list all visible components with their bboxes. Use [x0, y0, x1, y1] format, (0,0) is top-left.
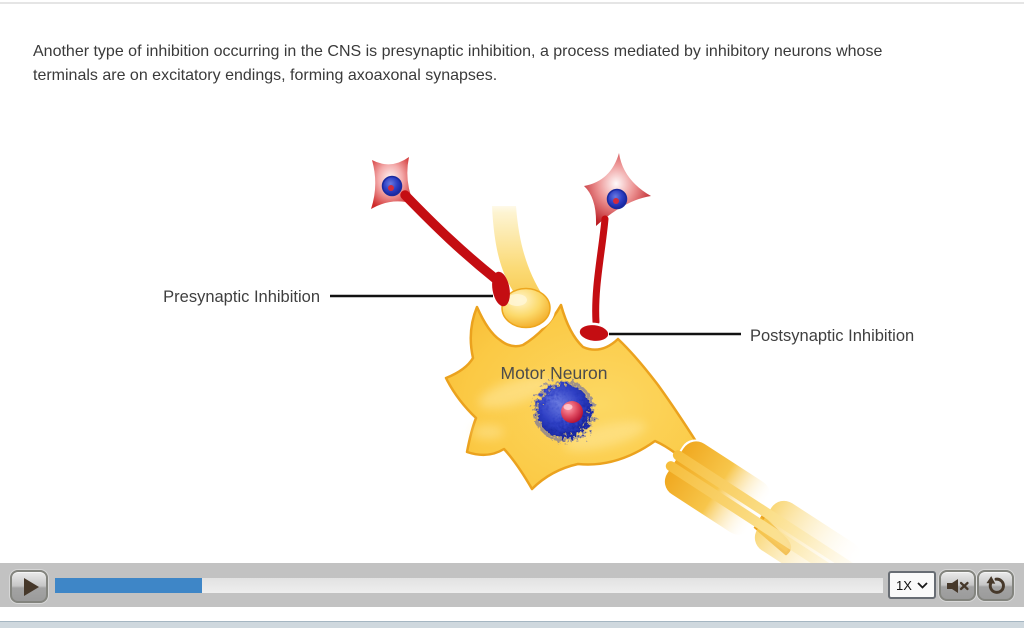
mute-button[interactable] — [939, 570, 976, 601]
progress-bar[interactable] — [55, 578, 883, 593]
left-inhibitory-axon — [400, 190, 502, 285]
presynaptic-terminal — [492, 271, 510, 307]
motor-neuron-nucleolus — [561, 401, 583, 423]
play-button[interactable] — [10, 570, 48, 603]
presynaptic-label: Presynaptic Inhibition — [163, 288, 320, 306]
speed-value: 1X — [896, 577, 912, 593]
postsynaptic-terminal — [577, 322, 611, 344]
intro-line-1: Another type of inhibition occurring in … — [33, 43, 883, 60]
progress-fill — [55, 578, 203, 593]
volume-muted-icon — [946, 578, 969, 593]
right-inhibitory-axon — [592, 215, 609, 326]
play-icon — [23, 577, 39, 596]
replay-button[interactable] — [977, 570, 1014, 601]
left-neuron-nucleolus — [388, 185, 394, 191]
chevron-down-icon — [917, 581, 928, 589]
inhibitory-neuron-right — [577, 153, 651, 344]
bottom-strip — [0, 621, 1024, 628]
excitatory-axon-stalk — [492, 206, 543, 296]
bulb-highlight — [507, 294, 527, 306]
postsynaptic-label: Postsynaptic Inhibition — [750, 327, 914, 345]
intro-line-2: terminals are on excitatory endings, for… — [33, 66, 498, 84]
inhibitory-neuron-left — [371, 157, 510, 307]
right-neuron-nucleolus — [613, 198, 619, 204]
top-divider — [0, 2, 1024, 4]
motor-neuron-label: Motor Neuron — [501, 363, 608, 383]
replay-icon — [985, 575, 1005, 594]
intro-paragraph: Another type of inhibition occurring in … — [33, 40, 1013, 87]
speed-select[interactable]: 1X — [888, 571, 936, 599]
player-bar: 1X — [0, 563, 1024, 607]
